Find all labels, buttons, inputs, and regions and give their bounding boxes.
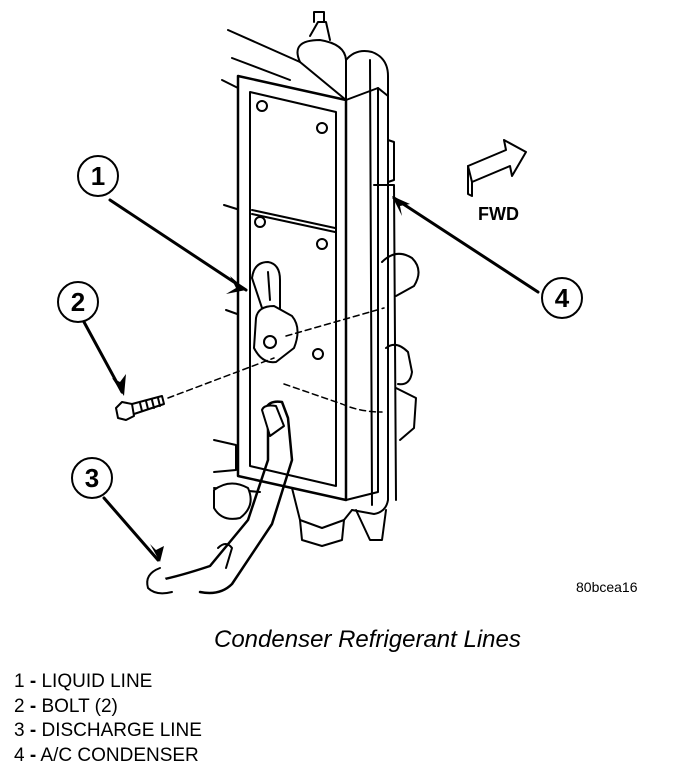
legend-name: LIQUID LINE [41,671,153,692]
discharge-line [146,400,294,595]
condenser-body [236,11,420,547]
legend-number: 2 [14,695,25,717]
legend-separator: - [29,744,37,766]
legend-name: A/C CONDENSER [40,744,199,766]
leader-arrowhead [226,276,246,294]
legend-name: DISCHARGE LINE [41,720,202,741]
figure-caption: Condenser Refrigerant Lines [214,626,521,653]
callout-circle-2 [57,281,99,323]
callout-circle-1 [77,155,119,197]
callout-number-2: 2 [71,287,85,317]
callout-number-3: 3 [85,463,99,493]
callout-number-4: 4 [555,283,570,313]
legend-number: 1 [14,671,25,692]
callout-number-1: 1 [91,161,105,191]
leader-arrowhead [112,374,126,396]
condenser-diagram: 1 2 3 4 FWD 80bcea16 [57,11,638,595]
bolt [115,395,165,421]
legend-separator: - [29,671,37,692]
legend-name: BOLT (2) [41,695,118,717]
fwd-label: FWD [478,204,519,224]
legend-separator: - [29,720,37,741]
legend-list: 1 - LIQUID LINE 2 - BOLT (2) 3 - DISCHAR… [14,670,202,768]
legend-item: 2 - BOLT (2) [14,695,202,720]
alignment-lines [167,307,385,413]
liquid-line [251,261,299,364]
legend-item: 4 - A/C CONDENSER [14,744,202,769]
image-code: 80bcea16 [576,579,638,595]
legend-number: 3 [14,720,25,741]
callout-circle-3 [71,457,113,499]
legend-item: 3 - DISCHARGE LINE [14,719,202,744]
fwd-arrow-icon [467,139,527,197]
leader-arrowhead [392,196,410,216]
legend-separator: - [29,695,37,717]
leader-arrowhead [150,544,164,562]
legend-item: 1 - LIQUID LINE [14,670,202,695]
legend-number: 4 [14,744,25,766]
callout-circle-4 [541,277,583,319]
